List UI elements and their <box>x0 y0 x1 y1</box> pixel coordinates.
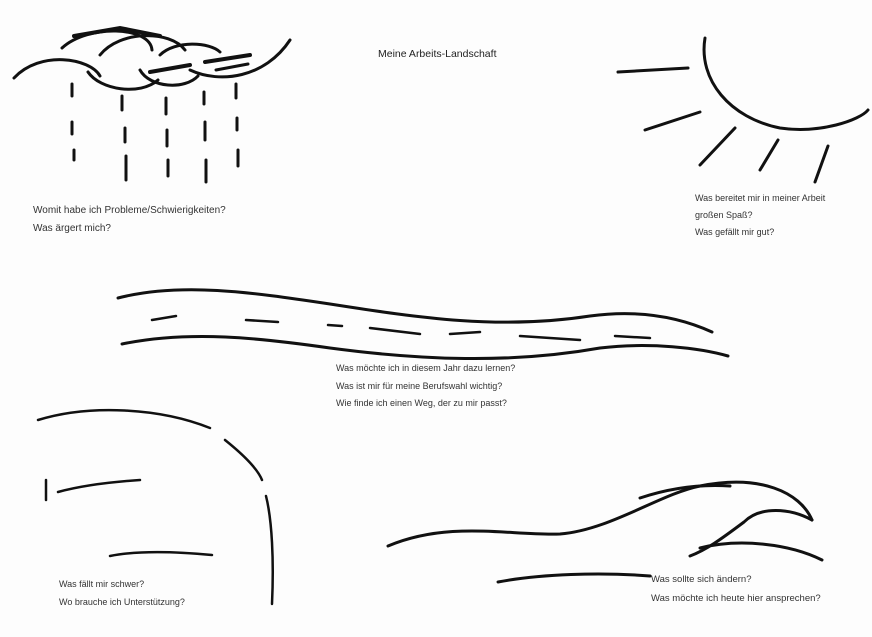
sun-question-3: Was gefällt mir gut? <box>695 224 825 241</box>
rain-questions: Womit habe ich Probleme/Schwierigkeiten?… <box>33 202 226 237</box>
sun-icon <box>618 38 868 182</box>
sun-questions: Was bereitet mir in meiner Arbeit großen… <box>695 190 825 241</box>
wave-question-2: Was möchte ich heute hier ansprechen? <box>651 590 821 609</box>
rain-question-1: Womit habe ich Probleme/Schwierigkeiten? <box>33 202 226 220</box>
hill-question-2: Wo brauche ich Unterstützung? <box>59 594 185 612</box>
sun-question-2: großen Spaß? <box>695 207 825 224</box>
hill-question-1: Was fällt mir schwer? <box>59 576 185 594</box>
river-questions: Was möchte ich in diesem Jahr dazu lerne… <box>336 360 515 413</box>
river-question-1: Was möchte ich in diesem Jahr dazu lerne… <box>336 360 515 378</box>
wave-questions: Was sollte sich ändern? Was möchte ich h… <box>651 571 821 608</box>
rain-cloud-icon <box>14 28 290 182</box>
wave-icon <box>388 482 822 582</box>
river-question-2: Was ist mir für meine Berufswahl wichtig… <box>336 378 515 396</box>
hill-questions: Was fällt mir schwer? Wo brauche ich Unt… <box>59 576 185 611</box>
rain-question-2: Was ärgert mich? <box>33 220 226 238</box>
page-title: Meine Arbeits-Landschaft <box>378 48 496 60</box>
sun-question-1: Was bereitet mir in meiner Arbeit <box>695 190 825 207</box>
hill-icon <box>38 410 273 604</box>
wave-question-1: Was sollte sich ändern? <box>651 571 821 590</box>
river-question-3: Wie finde ich einen Weg, der zu mir pass… <box>336 395 515 413</box>
river-icon <box>118 290 728 359</box>
